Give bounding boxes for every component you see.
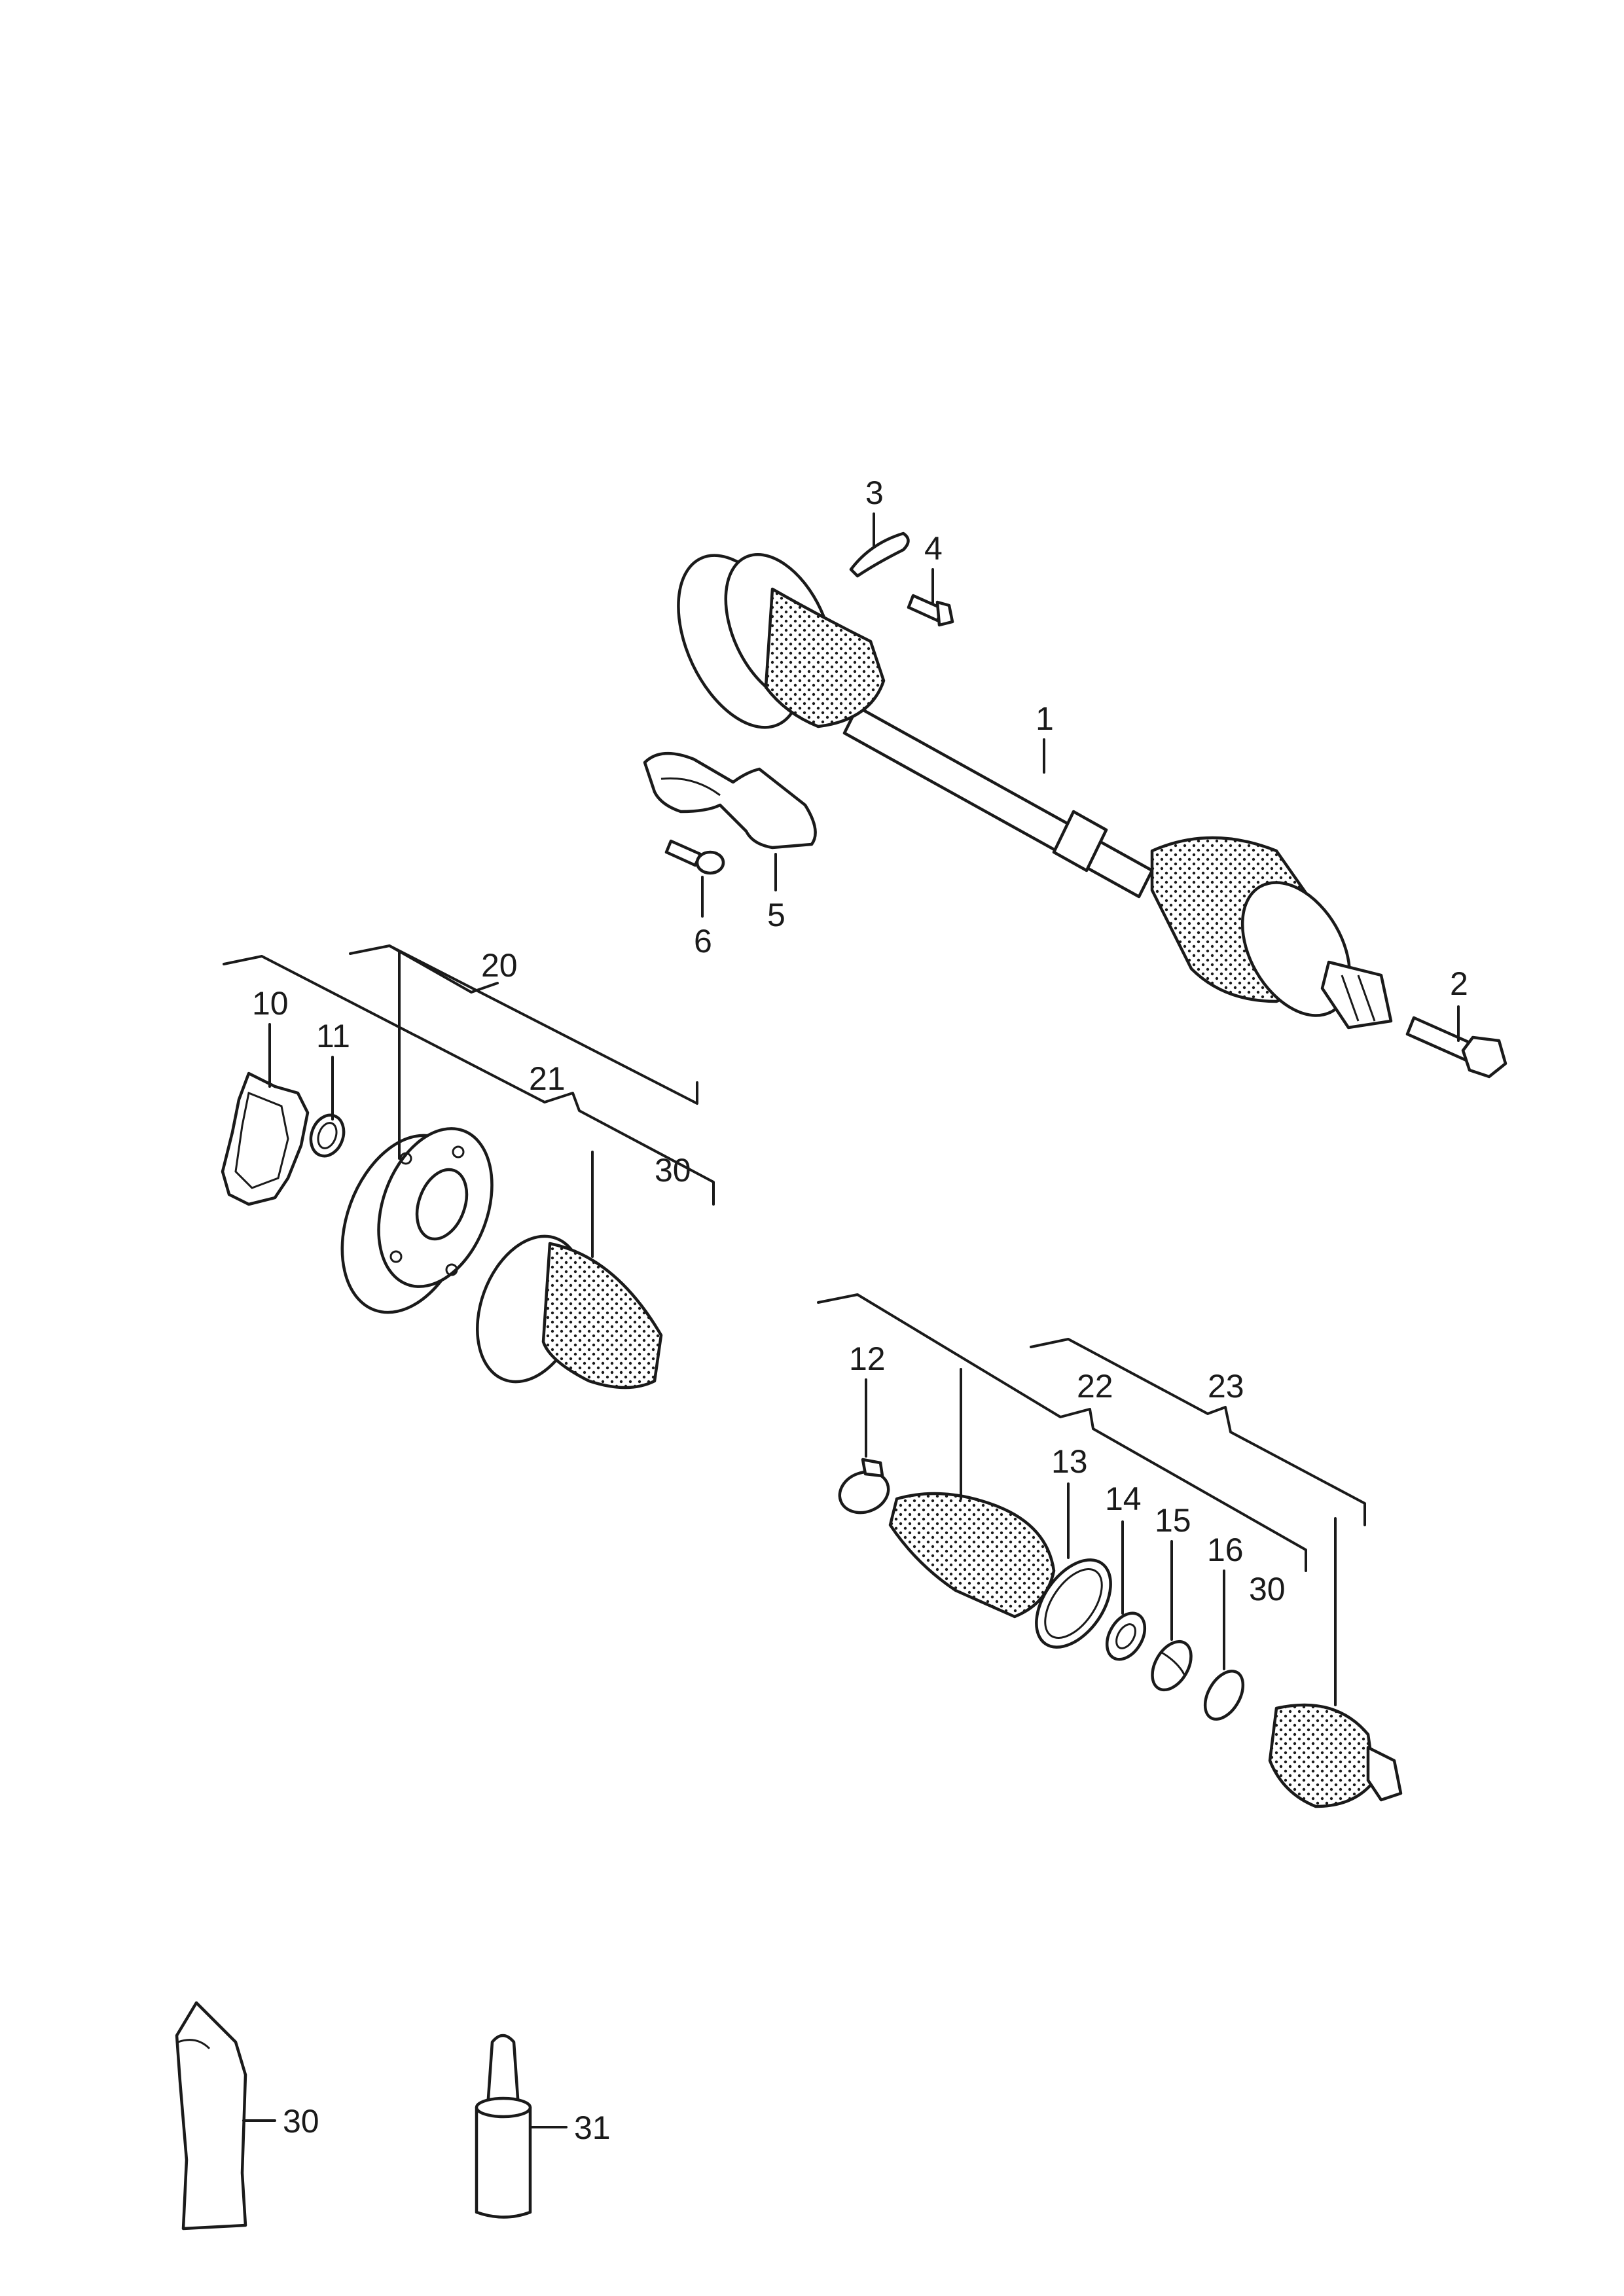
screw-part-4	[907, 594, 954, 627]
bolt-part-6	[664, 839, 725, 875]
callout-30-tube: 30	[283, 2103, 319, 2140]
circlip-part-11	[309, 1113, 346, 1158]
callout-16: 16	[1207, 1532, 1244, 1568]
callout-labels: 1 2 3 4 5 6 10 11 20 21 30 12 22 23 13 1…	[252, 475, 1468, 2146]
boot-part-21	[476, 1234, 663, 1390]
callout-14: 14	[1105, 1480, 1142, 1517]
bolt-part-2	[1405, 1016, 1507, 1079]
washer-part-14	[1105, 1611, 1147, 1661]
callout-15: 15	[1155, 1502, 1191, 1539]
heat-shield-part-5	[643, 751, 817, 850]
sealant-bottle-part-31	[475, 2034, 532, 2219]
clamp-part-13	[1035, 1558, 1112, 1649]
callout-13: 13	[1051, 1443, 1088, 1480]
callout-3: 3	[865, 475, 884, 511]
callout-30-left: 30	[655, 1152, 691, 1189]
callout-1: 1	[1036, 700, 1054, 737]
callout-6: 6	[694, 923, 712, 960]
clamp-part-12	[838, 1458, 890, 1515]
callout-12: 12	[849, 1340, 886, 1377]
grease-tube-part-30	[175, 2001, 247, 2231]
drive-shaft-assembly	[677, 553, 1393, 1030]
gasket-part-10	[221, 1071, 310, 1206]
cv-joint-part-23	[1268, 1703, 1403, 1808]
boot-part-22	[888, 1492, 1056, 1619]
callout-22: 22	[1077, 1368, 1113, 1405]
callout-30-right: 30	[1249, 1571, 1286, 1607]
clip-part-3	[849, 531, 910, 578]
leader-lines	[223, 512, 1460, 2128]
callout-4: 4	[924, 530, 943, 567]
cv-joint-part-20	[340, 1127, 494, 1314]
callout-23: 23	[1208, 1368, 1244, 1405]
callout-5: 5	[767, 897, 785, 933]
callout-11: 11	[316, 1018, 350, 1054]
callout-2: 2	[1450, 965, 1468, 1002]
dished-washer-part-15	[1151, 1640, 1193, 1692]
callout-21: 21	[529, 1060, 566, 1097]
callout-10: 10	[252, 985, 289, 1022]
callout-20: 20	[481, 947, 518, 984]
callout-31: 31	[574, 2109, 611, 2146]
circlip-part-16	[1203, 1670, 1245, 1721]
